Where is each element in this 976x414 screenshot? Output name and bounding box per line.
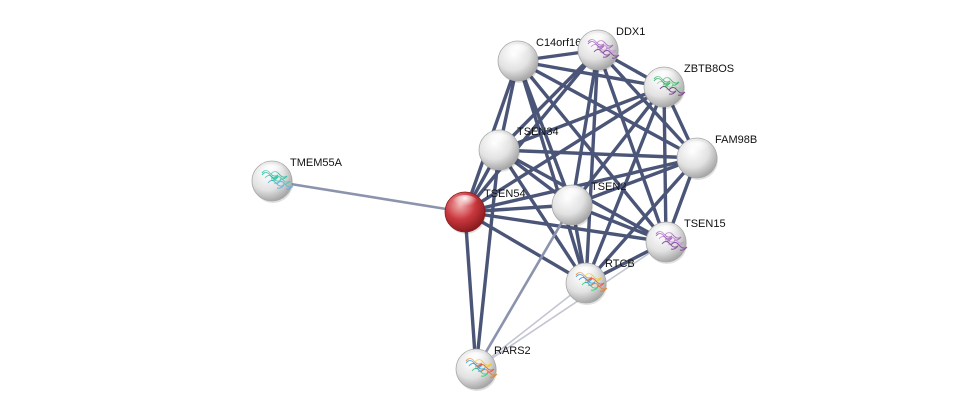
node-rtcb[interactable]: RTCB — [565, 258, 635, 305]
node-label: TSEN15 — [684, 218, 726, 230]
node-rars2[interactable]: RARS2 — [455, 345, 531, 391]
edge-tsen54-tsen15[interactable] — [463, 210, 668, 244]
edge-c14orf166-rtcb[interactable] — [516, 59, 588, 285]
node-tsen54[interactable]: TSEN54 — [444, 188, 526, 234]
edge-ddx1-rtcb[interactable] — [584, 48, 600, 285]
node-label: C14orf166 — [536, 37, 587, 49]
node-c14orf166[interactable]: C14orf166 — [497, 37, 587, 83]
node-tsen34[interactable]: TSEN34 — [478, 126, 559, 172]
node-label: RTCB — [605, 258, 635, 270]
node-highlight — [463, 352, 489, 368]
node-label: RARS2 — [494, 345, 531, 357]
node-label: TSEN2 — [591, 181, 626, 193]
node-highlight — [585, 33, 611, 49]
edge-ddx1-tsen15[interactable] — [596, 48, 668, 244]
edge-tsen54-fam98b[interactable] — [463, 156, 699, 214]
node-zbtb8os[interactable]: ZBTB8OS — [643, 63, 734, 109]
node-tmem55a[interactable]: TMEM55A — [251, 157, 343, 203]
node-tsen15[interactable]: TSEN15 — [645, 218, 726, 264]
edge-ddx1-tsen2[interactable] — [570, 48, 600, 207]
edge-tmem55a-tsen54[interactable] — [270, 179, 467, 214]
edge-tsen34-rtcb[interactable] — [497, 148, 588, 285]
node-label: TMEM55A — [290, 157, 343, 169]
node-highlight — [573, 266, 599, 282]
node-highlight — [653, 225, 679, 241]
edge-zbtb8os-tsen15[interactable] — [662, 85, 668, 244]
node-label: TSEN54 — [484, 188, 526, 200]
node-label: ZBTB8OS — [684, 63, 734, 75]
node-label: DDX1 — [616, 26, 645, 38]
edge-tsen34-zbtb8os[interactable] — [497, 85, 666, 152]
edge-tsen54-rtcb[interactable] — [463, 210, 588, 285]
edge-c14orf166-fam98b[interactable] — [516, 59, 699, 160]
node-highlight — [684, 141, 710, 157]
node-highlight — [651, 70, 677, 86]
edge-zbtb8os-tsen2[interactable] — [570, 85, 666, 207]
edge-rtcb-rars2[interactable] — [475, 282, 587, 370]
edge-fam98b-tsen2[interactable] — [570, 156, 699, 207]
edge-tsen2-rars2[interactable] — [474, 203, 574, 371]
node-ddx1[interactable]: DDX1 — [577, 26, 645, 72]
node-label: FAM98B — [715, 134, 757, 146]
edge-tsen15-rars2[interactable] — [475, 241, 667, 370]
edge-tsen54-rars2[interactable] — [463, 210, 478, 371]
edge-tsen34-rars2[interactable] — [474, 148, 501, 371]
edge-tsen54-ddx1[interactable] — [463, 48, 600, 214]
edge-c14orf166-zbtb8os[interactable] — [516, 59, 666, 89]
edge-tsen54-zbtb8os[interactable] — [463, 85, 666, 214]
node-fam98b[interactable]: FAM98B — [676, 134, 757, 180]
node-label: TSEN34 — [517, 126, 559, 138]
node-highlight — [486, 133, 512, 149]
edge-ddx1-fam98b[interactable] — [596, 48, 699, 160]
node-tsen2[interactable]: TSEN2 — [551, 181, 626, 227]
node-highlight — [452, 195, 478, 211]
edge-fam98b-rtcb[interactable] — [584, 156, 699, 285]
node-highlight — [259, 164, 285, 180]
node-highlight — [505, 44, 531, 60]
node-highlight — [559, 188, 585, 204]
